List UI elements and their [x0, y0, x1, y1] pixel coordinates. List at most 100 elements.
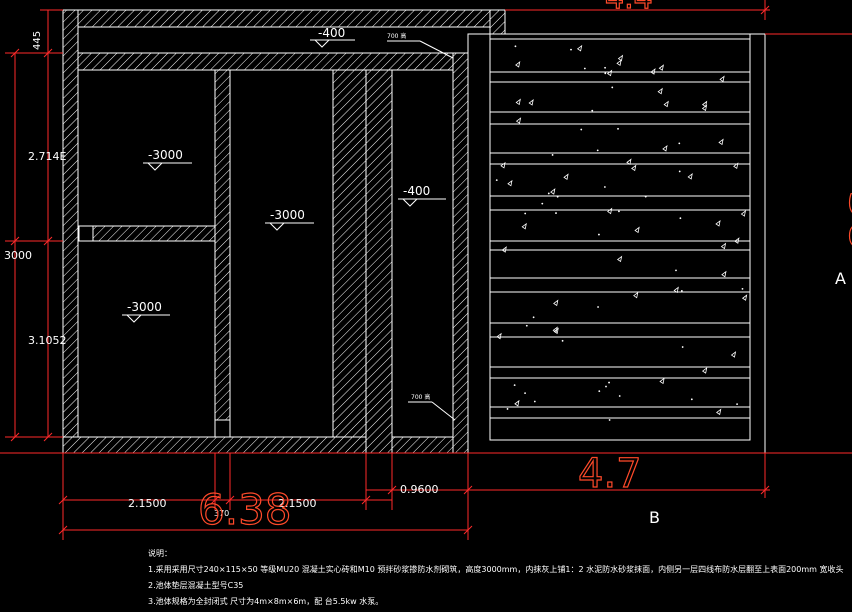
- slab-strip: [489, 163, 751, 197]
- big-text-58: 58: [838, 190, 852, 251]
- aggregate-dot: [678, 170, 681, 173]
- aggregate-mark: [521, 222, 527, 230]
- wall-top-right-stub: [489, 9, 506, 35]
- aggregate-mark: [515, 61, 521, 68]
- concrete-aggregate-marks: [495, 44, 748, 421]
- dim-left-total: 3000: [4, 249, 32, 262]
- aggregate-dot: [561, 339, 564, 342]
- aggregate-dot: [597, 306, 599, 308]
- concrete-slab-section: [467, 33, 766, 454]
- opening-left-bottom: [214, 419, 231, 438]
- level-text-room-lower-left: -3000: [127, 300, 162, 314]
- aggregate-mark: [507, 179, 513, 187]
- wall-left: [62, 9, 79, 454]
- wall-partition-right: [365, 69, 393, 454]
- aggregate-mark: [576, 44, 583, 52]
- level-marker-upper-left: -3000: [143, 148, 192, 171]
- aggregate-dot: [596, 149, 599, 152]
- aggregate-mark: [553, 327, 559, 335]
- mark-a: A: [835, 269, 846, 288]
- slab-strip: [489, 291, 751, 324]
- aggregate-mark: [606, 69, 613, 77]
- dim-left-lower: 3.1052: [28, 334, 67, 347]
- aggregate-mark: [616, 255, 623, 263]
- aggregate-dot: [618, 210, 620, 213]
- aggregate-dot: [604, 66, 606, 69]
- aggregate-mark: [617, 54, 624, 62]
- aggregate-mark: [658, 64, 664, 71]
- aggregate-dot: [681, 346, 684, 348]
- wall-partition-left: [214, 69, 231, 438]
- aggregate-mark: [657, 87, 663, 95]
- aggregate-dot: [603, 186, 606, 188]
- aggregate-mark: [552, 326, 558, 333]
- slab-strip: [489, 209, 751, 242]
- slab-strip: [489, 249, 751, 279]
- aggregate-dot: [495, 179, 498, 182]
- aggregate-mark: [715, 219, 721, 227]
- aggregate-dot: [547, 192, 550, 195]
- aggregate-dot: [513, 384, 516, 387]
- notes-block: 说明： 1.采用采用尺寸240×115×50 等级MU20 混凝土实心砖和M10…: [148, 546, 848, 610]
- slab-strip: [489, 38, 751, 73]
- aggregate-mark: [701, 100, 708, 108]
- aggregate-mark: [633, 291, 639, 299]
- aggregate-mark: [550, 188, 556, 195]
- aggregate-mark: [733, 162, 739, 170]
- aggregate-mark: [721, 270, 727, 278]
- dim-left-top: 445: [32, 31, 43, 50]
- wall-right: [452, 52, 469, 454]
- aggregate-mark: [563, 173, 569, 180]
- big-text-4-7: 4.7: [578, 451, 642, 497]
- level-marker-lower-left: -3000: [122, 300, 170, 323]
- aggregate-mark: [634, 226, 640, 234]
- aggregate-mark: [528, 99, 534, 106]
- level-text-top-channel: -400: [318, 26, 345, 40]
- level-marker-top: -400: [310, 26, 355, 48]
- walls: [62, 9, 506, 454]
- slab-outline: [467, 33, 766, 454]
- aggregate-mark: [716, 408, 722, 416]
- dim-left-upper: 2.714E: [28, 150, 66, 163]
- aggregate-dot: [604, 72, 607, 75]
- dim-bottom-wall: 370: [214, 509, 229, 518]
- aggregate-dot: [583, 67, 586, 70]
- aggregate-dot: [514, 45, 517, 48]
- aggregate-dot: [551, 154, 554, 156]
- aggregate-dot: [598, 390, 601, 393]
- aggregate-dot: [532, 316, 535, 319]
- aggregate-mark: [719, 75, 725, 83]
- aggregate-mark: [496, 332, 502, 340]
- aggregate-dot: [556, 195, 559, 198]
- dim-bottom-mid: 2.1500: [278, 497, 317, 510]
- wall-top-outer: [62, 9, 506, 28]
- aggregate-dot: [608, 419, 611, 421]
- slab-strip: [489, 81, 751, 113]
- level-text-channel-right: -400: [403, 184, 430, 198]
- aggregate-dot: [679, 217, 682, 220]
- notes-item-1: 1.采用采用尺寸240×115×50 等级MU20 混凝土实心砖和M10 预拌砂…: [148, 565, 844, 574]
- aggregate-dot: [555, 212, 557, 214]
- level-text-room-center: -3000: [270, 208, 305, 222]
- aggregate-mark: [741, 294, 748, 301]
- aggregate-mark: [500, 161, 506, 169]
- aggregate-mark: [701, 104, 708, 112]
- aggregate-dot: [598, 233, 600, 236]
- slab-strip: [489, 377, 751, 408]
- aggregate-mark: [701, 367, 708, 374]
- aggregate-dot: [741, 287, 744, 290]
- aggregate-mark: [616, 59, 622, 66]
- aggregate-dot: [506, 408, 509, 410]
- wall-bottom: [62, 436, 469, 454]
- aggregate-mark: [663, 100, 669, 108]
- aggregate-mark: [515, 117, 522, 124]
- aggregate-dot: [736, 403, 738, 406]
- aggregate-dot: [524, 392, 526, 394]
- aggregate-mark: [514, 399, 520, 407]
- slab-strip: [489, 336, 751, 368]
- slab-strip: [489, 123, 751, 154]
- dim-bottom-right: 0.9600: [400, 483, 439, 496]
- aggregate-mark: [687, 172, 693, 180]
- aggregate-dot: [618, 395, 621, 397]
